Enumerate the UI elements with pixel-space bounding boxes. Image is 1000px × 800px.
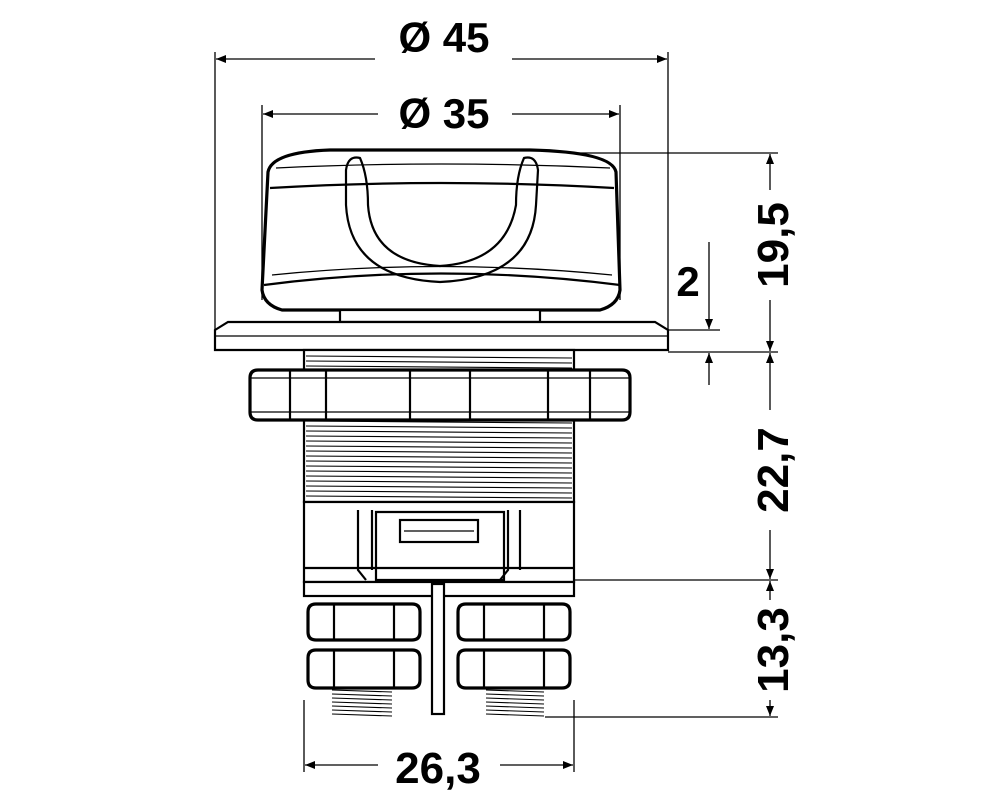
thread-line [305, 450, 573, 454]
screw-thread-left [331, 689, 393, 717]
thread-line [305, 435, 573, 439]
thread-line [331, 709, 393, 713]
dim-cap-height: 19,5 [749, 154, 798, 351]
outer-diameter-label: Ø 45 [398, 14, 489, 61]
thread-line [305, 455, 573, 459]
center-pin [430, 582, 446, 716]
thread-line [331, 693, 393, 697]
dim-body-width: 26,3 [303, 700, 575, 793]
thread-line [305, 470, 573, 474]
thread-line [305, 460, 573, 464]
terminal-left [306, 602, 422, 717]
thread-line [305, 430, 573, 434]
thread-line [331, 705, 393, 709]
dim-outer-diameter: Ø 45 [214, 14, 669, 350]
thread-line [485, 709, 545, 713]
thread-line [305, 490, 573, 494]
dim-body-length: 22,7 [749, 353, 798, 579]
thread-line [305, 355, 573, 359]
thread-line [485, 701, 545, 705]
terminal-length-label: 13,3 [749, 607, 798, 693]
thread-line [485, 689, 545, 693]
thread-line [485, 705, 545, 709]
terminal-right [456, 602, 572, 717]
contact-block [302, 500, 576, 716]
thread-line [305, 495, 573, 499]
thread-line [331, 713, 393, 717]
dim-flange-thickness: 2 [676, 242, 713, 385]
thread-line [331, 697, 393, 701]
thread-line [305, 445, 573, 449]
flange-thickness-label: 2 [676, 258, 699, 305]
thread-line [485, 693, 545, 697]
ring-nut [248, 368, 632, 422]
knob-handle [344, 156, 540, 284]
body-width-label: 26,3 [395, 744, 481, 793]
thread-line [485, 697, 545, 701]
thread-line [331, 701, 393, 705]
thread-line [305, 485, 573, 489]
body-length-label: 22,7 [749, 427, 798, 513]
thread-line [305, 425, 573, 429]
dim-terminal-length: 13,3 [749, 581, 798, 716]
thread-line [305, 360, 573, 364]
thread-line [305, 475, 573, 479]
thread-line [305, 480, 573, 484]
cap-knob [260, 148, 622, 324]
thread-line [305, 365, 573, 369]
thread-line [305, 465, 573, 469]
cap-height-label: 19,5 [749, 202, 798, 288]
thread-line [485, 713, 545, 717]
thread-line [331, 689, 393, 693]
thread-line [305, 440, 573, 444]
dim-inner-diameter: Ø 35 [261, 90, 621, 300]
dim-right-side: 19,5 2 22,7 13,3 [525, 152, 798, 718]
screw-thread-right [485, 689, 545, 717]
inner-diameter-label: Ø 35 [398, 90, 489, 137]
flange [213, 320, 670, 352]
